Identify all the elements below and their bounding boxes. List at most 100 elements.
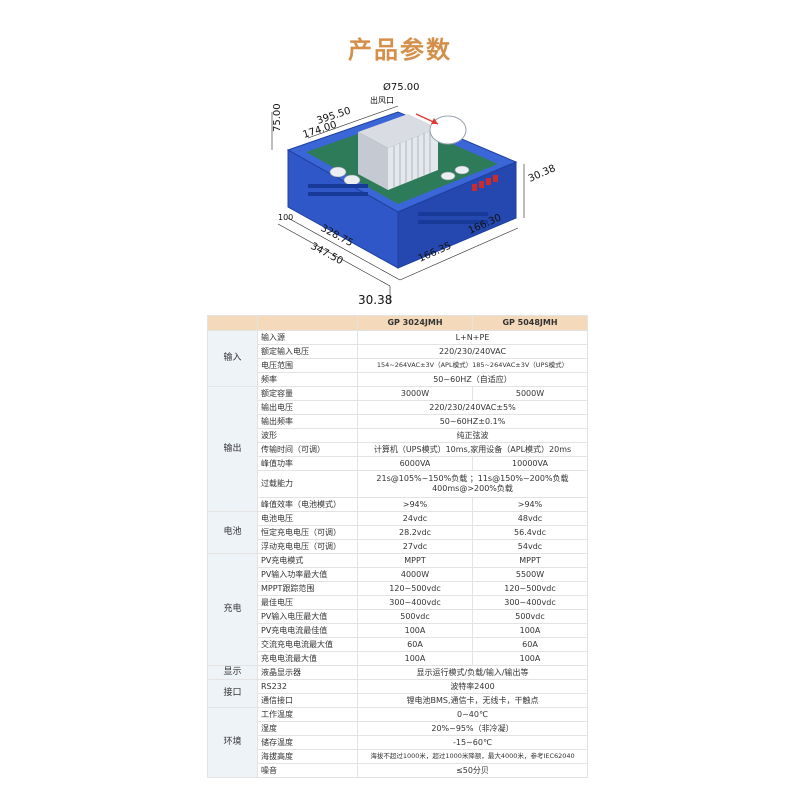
row-label: 储存温度	[257, 735, 358, 750]
row-label: 峰值功率	[257, 456, 358, 471]
table-row: 显示液晶显示器显示运行模式/负载/输入/输出等	[207, 665, 588, 680]
row-value-gp3024jmh: >94%	[357, 497, 473, 512]
row-value-gp5048jmh: 54vdc	[472, 539, 588, 554]
row-label: 浮动充电电压（可调）	[257, 539, 358, 554]
section-label: 输入	[207, 330, 258, 387]
row-value-gp3024jmh: MPPT	[357, 553, 473, 568]
row-value-gp3024jmh: 500vdc	[357, 609, 473, 624]
row-label: 电压范围	[257, 358, 358, 373]
header-model-gp5048jmh: GP 5048JMH	[472, 315, 588, 331]
row-value-gp3024jmh: 60A	[357, 637, 473, 652]
row-value-gp5048jmh: 5500W	[472, 567, 588, 582]
page-title: 产品参数	[348, 36, 452, 64]
header-model-gp3024jmh: GP 3024JMH	[357, 315, 473, 331]
row-label: 海拔高度	[257, 749, 358, 764]
dim-outlet-label: 出风口	[370, 95, 394, 105]
row-label: 充电电流最大值	[257, 651, 358, 666]
row-value-shared: 220/230/240VAC±5%	[357, 400, 588, 415]
dim-30-38-side: 30.38	[527, 163, 558, 185]
row-value-gp5048jmh: MPPT	[472, 553, 588, 568]
row-value-shared: L+N+PE	[357, 330, 588, 345]
row-value-gp3024jmh: 100A	[357, 623, 473, 638]
row-label: 工作温度	[257, 707, 358, 722]
row-value-shared: 0~40℃	[357, 707, 588, 722]
spec-table-header: GP 3024JMH GP 5048JMH	[207, 315, 588, 331]
dim-347: 347.50	[309, 241, 345, 267]
row-value-shared: 纯正弦波	[357, 428, 588, 443]
row-value-gp5048jmh: 120~500vdc	[472, 581, 588, 596]
row-value-shared: 计算机（UPS模式）10ms,家用设备（APL模式）20ms	[357, 442, 588, 457]
row-value-shared: ≤50分贝	[357, 763, 588, 778]
row-label: 频率	[257, 372, 358, 387]
row-value-gp5048jmh: 100A	[472, 651, 588, 666]
row-label: 输入源	[257, 330, 358, 345]
row-value-gp3024jmh: 100A	[357, 651, 473, 666]
row-value-gp5048jmh: 10000VA	[472, 456, 588, 471]
dimension-lines	[271, 105, 525, 304]
table-row: 海拔高度海拔不超过1000米，超过1000米降额，最大4000米，参考IEC62…	[208, 749, 588, 764]
section-label: 电池	[207, 511, 258, 554]
row-label: 电池电压	[257, 511, 358, 526]
row-value-gp3024jmh: 300~400vdc	[357, 595, 473, 610]
row-value-gp3024jmh: 28.2vdc	[357, 525, 473, 540]
row-value-gp5048jmh: 48vdc	[472, 511, 588, 526]
table-row: 峰值效率（电池模式）>94%>94%	[208, 497, 588, 512]
row-value-gp3024jmh: 27vdc	[357, 539, 473, 554]
row-value-gp3024jmh: 4000W	[357, 567, 473, 582]
table-row: 储存温度-15~60℃	[208, 735, 588, 750]
row-label: 恒定充电电压（可调）	[257, 525, 358, 540]
row-label: 传输时间（可调）	[257, 442, 358, 457]
row-value-shared: 220/230/240VAC	[357, 344, 588, 359]
row-value-gp3024jmh: 3000W	[357, 386, 473, 401]
row-value-gp5048jmh: 5000W	[472, 386, 588, 401]
row-value-shared: -15~60℃	[357, 735, 588, 750]
row-label: PV充电模式	[257, 553, 358, 568]
inverter-chassis	[286, 111, 518, 269]
row-label: 湿度	[257, 721, 358, 736]
row-value-shared: 海拔不超过1000米，超过1000米降额，最大4000米，参考IEC62040	[357, 749, 588, 764]
row-label: RS232	[257, 679, 358, 694]
row-value-shared: 锂电池BMS,通信卡，无线卡，干触点	[357, 693, 588, 708]
row-value-gp5048jmh: 60A	[472, 637, 588, 652]
row-label: PV充电电流最佳值	[257, 623, 358, 638]
table-row: 传输时间（可调）计算机（UPS模式）10ms,家用设备（APL模式）20ms	[208, 442, 588, 457]
row-value-gp5048jmh: 56.4vdc	[472, 525, 588, 540]
row-value-gp5048jmh: 100A	[472, 623, 588, 638]
row-label: 通信接口	[257, 693, 358, 708]
row-value-shared: 波特率2400	[357, 679, 588, 694]
row-label: 峰值效率（电池模式）	[257, 497, 358, 512]
row-value-shared: 50~60HZ±0.1%	[357, 414, 588, 429]
section-label: 输出	[207, 386, 258, 512]
row-label: PV输入电压最大值	[257, 609, 358, 624]
row-value-shared: 21s@105%~150%负载 ；11s@150%~200%负载 400ms@>…	[357, 470, 588, 498]
row-value-gp3024jmh: 120~500vdc	[357, 581, 473, 596]
row-label: 过载能力	[257, 470, 358, 498]
row-label: PV输入功率最大值	[257, 567, 358, 582]
row-value-gp3024jmh: 24vdc	[357, 511, 473, 526]
row-label: 噪音	[257, 763, 358, 778]
row-value-gp5048jmh: 300~400vdc	[472, 595, 588, 610]
row-label: 额定输入电压	[257, 344, 358, 359]
product-dimension-diagram: Ø75.00 出风口 75.00 395.50 174.00 100 328.7…	[271, 81, 558, 307]
dim-100: 100	[278, 213, 293, 222]
dim-30-38-front: 30.38	[358, 293, 392, 307]
section-label: 显示	[207, 665, 258, 680]
